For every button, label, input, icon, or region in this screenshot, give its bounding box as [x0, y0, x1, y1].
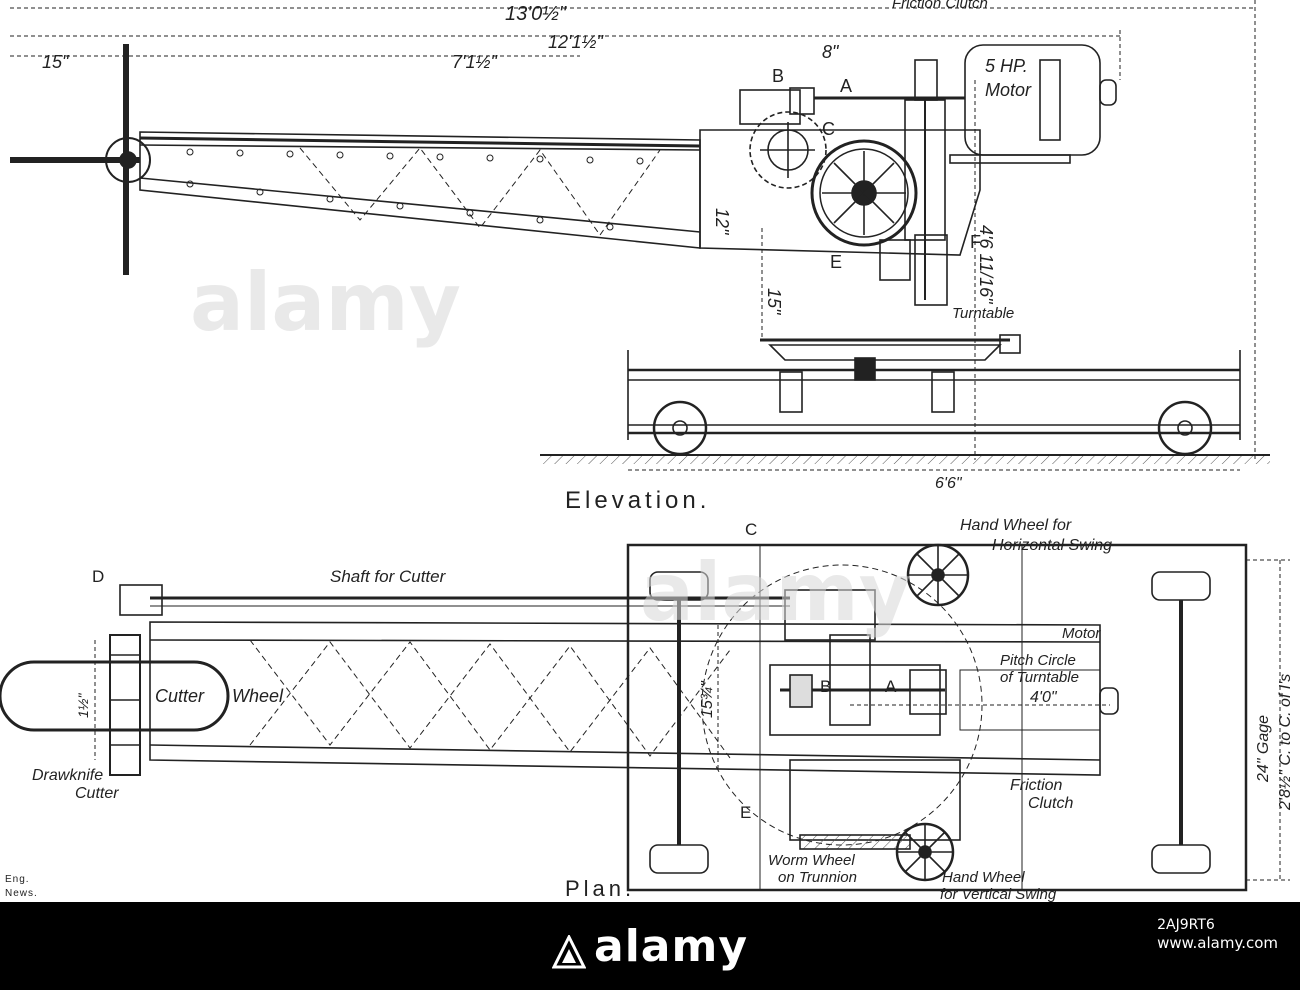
turntable-base-elevation: [627, 334, 1241, 456]
elevation-view: [10, 0, 1270, 471]
motor-elevation: [949, 44, 1117, 164]
gear-mechanism-plan: [769, 589, 961, 850]
dim-column-height: 15": [764, 288, 784, 316]
cutter-wheel-plan: [0, 634, 230, 776]
dim-span-left: 7'1½": [452, 52, 498, 72]
dim-base-length: 6'6": [935, 475, 963, 492]
label-worm-wheel-2: on Trunnion: [778, 869, 857, 886]
credit-line-2: News.: [5, 888, 38, 899]
label-friction-clutch-2: Clutch: [1028, 795, 1073, 812]
dim-total-height: 4'6 11/16": [976, 225, 996, 305]
label-friction-clutch-elev: Friction Clutch: [892, 0, 988, 12]
label-wheel: Wheel: [232, 686, 284, 706]
dim-turntable-dia: 4'0": [1030, 689, 1058, 706]
plan-caption: Plan.: [565, 876, 635, 901]
label-b-elev: B: [772, 66, 784, 86]
label-pitch-circle-2: of Turntable: [1000, 669, 1079, 686]
technical-drawing: 13'0½" 12'1½" 7'1½" 15" 8" Friction Clut…: [0, 0, 1294, 903]
label-f-elev: F: [970, 232, 981, 252]
label-drawknife-1: Drawknife: [32, 767, 103, 784]
image-id: 2AJ9RT6: [1157, 917, 1215, 933]
label-e-plan: E: [740, 803, 751, 822]
dim-span-mid: 12'1½": [548, 32, 604, 52]
label-shaft-for-cutter: Shaft for Cutter: [330, 567, 447, 586]
dim-beam-depth: 12": [712, 208, 732, 236]
alamy-logo-icon: [551, 929, 587, 969]
label-d-plan: D: [92, 567, 104, 586]
label-drawknife-2: Cutter: [75, 785, 119, 802]
dim-overall-top: 13'0½": [505, 3, 567, 25]
label-c-plan: C: [745, 520, 757, 539]
ground-line: [540, 454, 1270, 471]
label-hand-wheel-horizontal-2: Horizontal Swing: [992, 537, 1112, 554]
image-reference: 2AJ9RT6 www.alamy.com: [1157, 916, 1278, 952]
hand-wheel-vertical-plan: [895, 822, 955, 882]
plan-text: Hand Wheel for Horizontal Swing Shaft fo…: [5, 517, 1294, 903]
dim-gage: 24" Gage: [1255, 715, 1272, 783]
vertical-dimensions: [699, 80, 976, 460]
brand-name: alamy: [594, 920, 748, 972]
label-b-plan: B: [820, 677, 831, 696]
elevation-caption: Elevation.: [565, 487, 710, 514]
label-a-elev: A: [840, 76, 852, 96]
dim-truck-centers: 2'8½" C. to C. of I's: [1277, 674, 1294, 811]
label-motor-hp: 5 HP.: [985, 56, 1028, 76]
label-hand-wheel-horizontal-1: Hand Wheel for: [960, 517, 1072, 534]
label-pitch-circle-1: Pitch Circle: [1000, 652, 1076, 669]
tapered-arm-plan: [149, 621, 1101, 776]
pitch-circle-plan: [701, 564, 983, 846]
label-turntable: Turntable: [952, 305, 1014, 322]
dim-cutter-width: 1½": [75, 693, 91, 718]
label-c-elev: C: [822, 119, 835, 139]
dim-hub-offset: 15": [42, 52, 70, 72]
label-cutter: Cutter: [155, 686, 205, 706]
watermark-banner: alamy 2AJ9RT6 www.alamy.com: [0, 902, 1300, 990]
elevation-text: 13'0½" 12'1½" 7'1½" 15" 8" Friction Clut…: [42, 0, 1032, 514]
tapered-beam-elevation: [139, 131, 701, 249]
cutter-hub-elevation: [10, 44, 151, 275]
drive-shafts-elevation: [789, 59, 965, 306]
site-url: www.alamy.com: [1157, 934, 1278, 952]
hand-wheel-elevation: [810, 139, 918, 247]
dim-frame-width: 15¾": [699, 680, 716, 718]
credit-line-1: Eng.: [5, 874, 30, 885]
watermark-overlay: alamy: [190, 256, 461, 349]
hand-wheel-horizontal-plan: [906, 543, 970, 607]
watermark-overlay-2: alamy: [640, 546, 911, 639]
label-e-elev: E: [830, 252, 842, 272]
label-a-plan: A: [885, 677, 897, 696]
dim-pulley-gap: 8": [822, 42, 840, 62]
label-motor-plan: Motor: [1062, 625, 1101, 642]
label-hand-wheel-vertical-1: Hand Wheel: [942, 869, 1025, 886]
brand-logo: alamy: [0, 902, 1300, 990]
dimension-lines-top: [10, 0, 1256, 460]
label-worm-wheel-1: Worm Wheel: [768, 852, 855, 869]
label-hand-wheel-vertical-2: for Vertical Swing: [940, 886, 1057, 902]
plan-view: [0, 543, 1290, 892]
label-motor-elev: Motor: [985, 80, 1032, 100]
label-friction-clutch-1: Friction: [1010, 777, 1063, 794]
rivet-row: [186, 148, 644, 231]
